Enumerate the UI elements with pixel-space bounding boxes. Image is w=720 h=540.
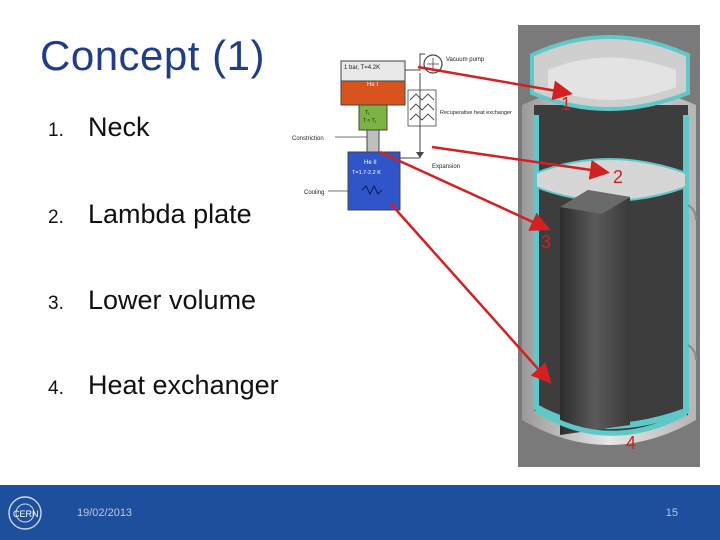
heat-exchanger-base <box>534 407 688 436</box>
list-number: 2. <box>48 207 64 228</box>
list-label: Lower volume <box>88 285 257 315</box>
cooling-label: Cooling <box>304 190 324 196</box>
neck-t2-label: T < T₁ <box>363 118 377 124</box>
top-vessel-gas <box>340 60 406 82</box>
logo-text: CERN <box>13 509 39 519</box>
footer-bar: CERN 19/02/2013 15 <box>0 485 720 540</box>
list-item-lambda-plate: 2. Lambda plate <box>48 199 252 230</box>
neck-plate <box>548 57 676 100</box>
list-number: 4. <box>48 378 64 399</box>
neck-t1-label: T₁ <box>365 110 370 116</box>
bottom-temp-label: T=1.7-2.2 K <box>352 170 381 176</box>
top-vessel-he1 <box>340 80 406 106</box>
bottom-fluid-label: He II <box>364 160 377 166</box>
slide-title: Concept (1) <box>40 32 265 79</box>
footer-date: 19/02/2013 <box>77 507 133 519</box>
expansion-valve-icon <box>416 152 424 158</box>
top-state-label: 1 bar, T=4.2K <box>344 65 380 71</box>
cryostat-schematic: 1 bar, T=4.2K He I T₁ T < T₁ Constrictio… <box>292 53 512 211</box>
vacuum-pump-label: Vacuum pump <box>446 57 485 63</box>
top-fluid-label: He I <box>367 82 378 88</box>
shell-ring <box>687 204 697 221</box>
constriction-label: Constriction <box>292 136 324 142</box>
pump-line <box>405 53 425 71</box>
shell-ring <box>687 344 697 361</box>
cern-logo-icon: CERN <box>8 496 42 530</box>
list-label: Lambda plate <box>88 199 252 229</box>
lower-volume-block <box>560 190 630 435</box>
block-top <box>560 190 630 214</box>
list-label: Heat exchanger <box>88 370 279 400</box>
list-number: 1. <box>48 120 64 141</box>
list-label: Neck <box>88 112 150 142</box>
cooling-coil <box>361 184 383 196</box>
page-number: 15 <box>665 507 678 519</box>
list-item-neck: 1. Neck <box>48 112 150 143</box>
expansion-label: Expansion <box>432 164 460 170</box>
recuperative-hx-symbol <box>409 93 435 121</box>
list-item-lower-volume: 3. Lower volume <box>48 285 256 316</box>
list-number: 3. <box>48 293 64 314</box>
constriction-tube <box>366 129 380 153</box>
cryostat-render <box>518 25 700 467</box>
recuperative-label: Recuperative heat exchanger <box>440 110 512 116</box>
list-item-heat-exchanger: 4. Heat exchanger <box>48 370 279 401</box>
